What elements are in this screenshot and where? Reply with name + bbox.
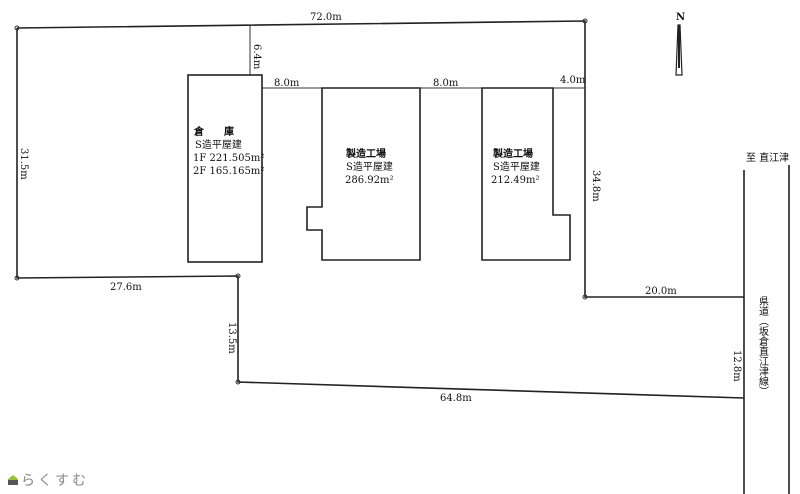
factory1-structure: S造平屋建 bbox=[346, 160, 393, 173]
factory1-area: 286.92m² bbox=[345, 175, 393, 186]
road-direction: 至 直江津 bbox=[746, 151, 789, 164]
corner-marker bbox=[235, 379, 241, 385]
dim-top: 72.0m bbox=[310, 12, 342, 23]
corner-marker bbox=[582, 294, 588, 300]
dim-gap3: 4.0m bbox=[560, 75, 586, 86]
corner-marker bbox=[235, 273, 241, 279]
dim-setback: 6.4m bbox=[251, 44, 262, 70]
dim-right-step: 20.0m bbox=[645, 286, 677, 297]
logo-icon bbox=[8, 475, 18, 485]
warehouse-structure: S造平屋建 bbox=[195, 138, 242, 151]
logo: らくすむ bbox=[8, 470, 89, 490]
road-name: 県道（坂倉直江津線） bbox=[757, 296, 769, 396]
warehouse-area-1f: 1F 221.505m² bbox=[193, 153, 264, 164]
factory1-name: 製造工場 bbox=[345, 147, 386, 160]
dim-bottom-left: 27.6m bbox=[110, 282, 142, 293]
dim-bottom: 64.8m bbox=[440, 393, 472, 404]
dim-left-step: 13.5m bbox=[226, 322, 237, 354]
dim-gap2: 8.0m bbox=[433, 78, 459, 89]
corner-marker bbox=[14, 275, 20, 281]
dim-left: 31.5m bbox=[18, 148, 29, 180]
warehouse-building bbox=[187, 74, 263, 263]
factory2-name: 製造工場 bbox=[492, 147, 533, 160]
lot-boundary bbox=[16, 20, 744, 298]
warehouse-area-2f: 2F 165.165m² bbox=[193, 166, 264, 177]
corner-marker bbox=[582, 18, 588, 24]
logo-text: らくすむ bbox=[21, 473, 89, 489]
factory2-area: 212.49m² bbox=[491, 175, 539, 186]
compass-label: N bbox=[676, 12, 685, 23]
factory2-structure: S造平屋建 bbox=[493, 160, 540, 173]
warehouse-name: 倉 庫 bbox=[193, 125, 234, 138]
factory-building-2 bbox=[481, 87, 571, 261]
lot-boundary-lower bbox=[16, 28, 745, 399]
dim-right-upper: 34.8m bbox=[590, 170, 601, 202]
dim-gap1: 8.0m bbox=[274, 78, 300, 89]
factory-building-1 bbox=[306, 87, 421, 261]
dim-road-frontage: 12.8m bbox=[731, 350, 742, 382]
corner-marker bbox=[14, 25, 20, 31]
